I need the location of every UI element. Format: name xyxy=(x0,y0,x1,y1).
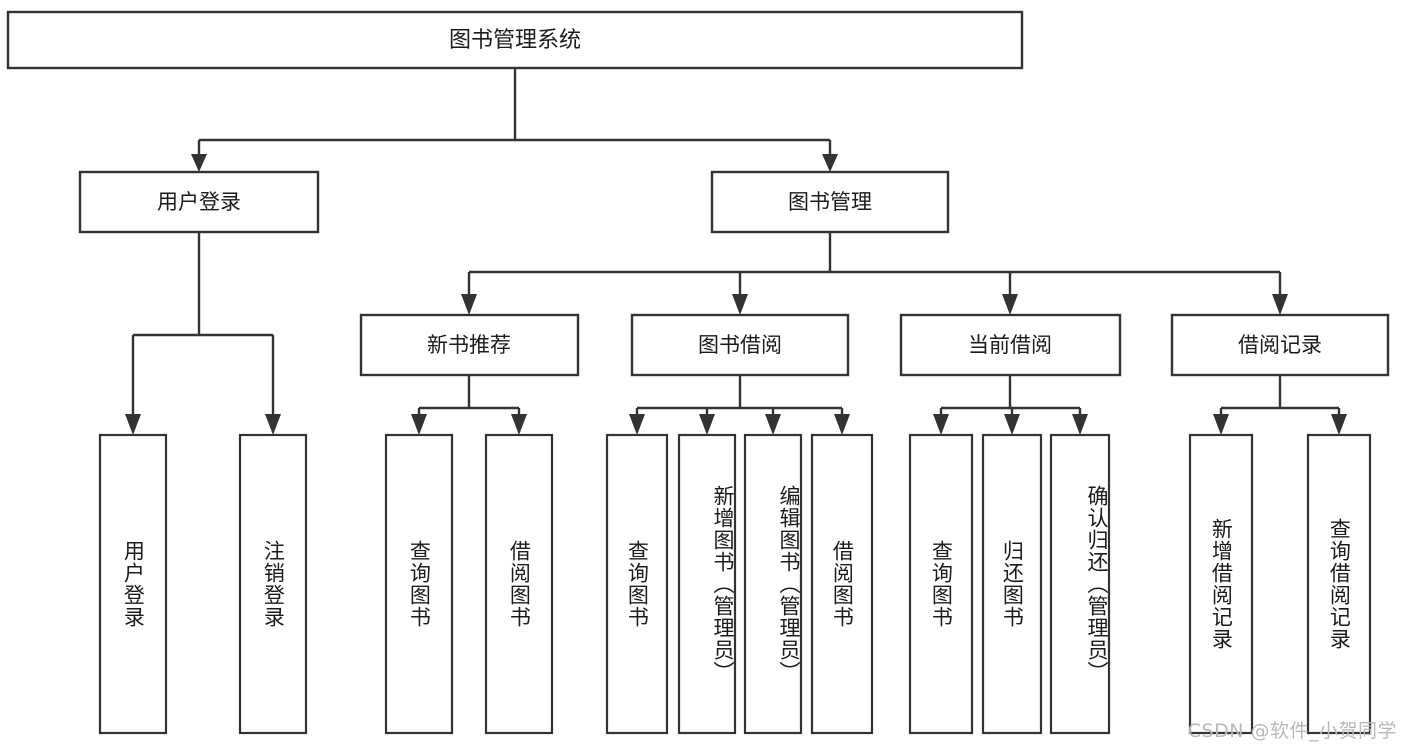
node-book-borrow[interactable]: 图书借阅 xyxy=(630,313,850,377)
arrow-head-leaf-query-record xyxy=(1331,414,1347,435)
arrow-head-leaf-query-book-2 xyxy=(629,414,645,435)
node-book-manage[interactable]: 图书管理 xyxy=(710,170,950,234)
leaf-confirm-return-box[interactable] xyxy=(1049,433,1111,735)
node-current-borrow-box[interactable] xyxy=(899,313,1122,377)
leaf-add-record-box[interactable] xyxy=(1188,433,1254,735)
arrow-head-leaf-add-record xyxy=(1213,414,1229,435)
node-new-book-rec[interactable]: 新书推荐 xyxy=(359,313,580,377)
leaf-return-book-box[interactable] xyxy=(981,433,1043,735)
node-user-login-box[interactable] xyxy=(78,170,320,234)
node-book-manage-box[interactable] xyxy=(710,170,950,234)
leaf-user-logout-box[interactable] xyxy=(238,433,308,735)
leaf-layer xyxy=(98,433,1372,735)
node-current-borrow[interactable]: 当前借阅 xyxy=(899,313,1122,377)
node-new-book-rec-label: 新书推荐 xyxy=(427,333,511,357)
arrow-head-currentborrow xyxy=(1002,294,1018,315)
node-root-label: 图书管理系统 xyxy=(449,28,581,53)
arrow-head-leaf-borrow-book-1 xyxy=(511,414,527,435)
arrow-head-leaf-confirm-return xyxy=(1072,414,1088,435)
node-borrow-record-box[interactable] xyxy=(1170,313,1390,377)
arrow-head-borrowrecord xyxy=(1272,294,1288,315)
arrow-head-leaf-edit-book xyxy=(765,414,781,435)
leaf-query-book-2-box[interactable] xyxy=(605,433,669,735)
leaf-borrow-book-1-box[interactable] xyxy=(484,433,554,735)
arrow-head-bookmanage xyxy=(822,154,838,172)
node-root-box[interactable] xyxy=(6,10,1024,70)
node-new-book-rec-box[interactable] xyxy=(359,313,580,377)
leaf-add-book-box[interactable] xyxy=(677,433,737,735)
leaf-query-record-box[interactable] xyxy=(1306,433,1372,735)
arrow-head-leaf-query-book-1 xyxy=(411,414,427,435)
leaf-query-book-3-box[interactable] xyxy=(908,433,974,735)
node-current-borrow-label: 当前借阅 xyxy=(968,333,1052,357)
node-book-borrow-box[interactable] xyxy=(630,313,850,377)
leaf-user-login-box[interactable] xyxy=(98,433,168,735)
node-book-manage-label: 图书管理 xyxy=(788,190,872,214)
node-borrow-record[interactable]: 借阅记录 xyxy=(1170,313,1390,377)
arrow-head-leaf-return-book xyxy=(1004,414,1020,435)
leaf-borrow-book-2-box[interactable] xyxy=(810,433,874,735)
node-root[interactable]: 图书管理系统 xyxy=(6,10,1024,70)
arrow-head-leaf-borrow-book-2 xyxy=(834,414,850,435)
node-borrow-record-label: 借阅记录 xyxy=(1238,333,1322,357)
leaf-edit-book-box[interactable] xyxy=(743,433,803,735)
connector-layer xyxy=(125,68,1347,435)
arrow-head-leaf-query-book-3 xyxy=(933,414,949,435)
leaf-query-book-1-box[interactable] xyxy=(384,433,454,735)
arrow-head-leaf-add-book xyxy=(699,414,715,435)
node-book-borrow-label: 图书借阅 xyxy=(698,333,782,357)
node-user-login[interactable]: 用户登录 xyxy=(78,170,320,234)
node-user-login-label: 用户登录 xyxy=(157,190,241,214)
arrow-head-bookborrow xyxy=(732,294,748,315)
arrow-head-leaf-user-logout xyxy=(265,414,281,435)
arrow-head-userlogin xyxy=(191,154,207,172)
arrow-head-newbook xyxy=(461,294,477,315)
arrow-head-leaf-user-login xyxy=(125,414,141,435)
